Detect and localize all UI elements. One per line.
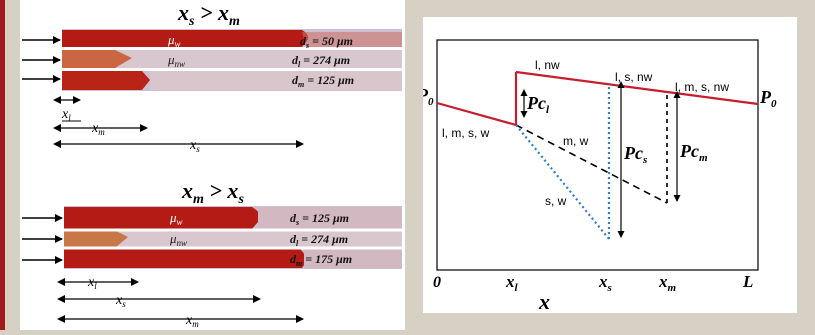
bottom-scenario: xm > xs: [22, 178, 402, 329]
tick-L: L: [742, 272, 753, 291]
bottom-d-m-label: dm = 175 μm: [290, 252, 352, 268]
pc-m-label: Pcm: [679, 141, 708, 164]
label-l-s-nw: l, s, nw: [615, 70, 653, 84]
top-d-l-label: dl = 274 μm: [292, 53, 350, 69]
inlet-arrows-bottom: [22, 214, 63, 264]
side-accent-bar: [0, 0, 5, 330]
label-s-w: s, w: [545, 194, 567, 208]
tick-x-s: xs: [598, 272, 612, 294]
label-l-m-s-nw: l, m, s, nw: [675, 80, 729, 94]
bottom-x-s-label: xs: [115, 293, 126, 309]
nonwetting-profile: [436, 70, 759, 127]
bottom-heading: xm > xs: [181, 178, 244, 207]
inlet-arrows-top: [22, 36, 61, 83]
label-l-nw: l, nw: [535, 58, 560, 72]
channel-panel: xs > xm: [20, 0, 405, 330]
bottom-x-m-label: xm: [185, 313, 199, 329]
tick-x-l: xl: [505, 272, 519, 294]
bottom-d-s-label: ds = 125 μm: [290, 211, 349, 227]
tick-x-m: xm: [658, 272, 677, 294]
pressure-svg: P0 P0 l, nw l, s, nw l, m, s, nw l, m, s…: [416, 39, 777, 314]
top-heading: xs > xm: [177, 0, 240, 29]
bottom-distance-arrows: xl xs xm: [57, 275, 304, 329]
plot-frame: [436, 39, 759, 271]
pressure-panel: P0 P0 l, nw l, s, nw l, m, s, nw l, m, s…: [416, 17, 797, 314]
top-d-m-label: dm = 125 μm: [292, 73, 354, 89]
bottom-x-l-label: xl: [87, 275, 97, 291]
pc-l-label: Pcl: [526, 93, 550, 116]
channel-image-bottom: [64, 206, 402, 269]
pc-s-label: Pcs: [623, 143, 647, 166]
channel-svg: xs > xm: [22, 0, 402, 329]
label-l-m-s-w: l, m, s, w: [442, 126, 490, 140]
dashed-m-w-line: [515, 124, 668, 204]
top-x-m-label: xm: [91, 121, 105, 137]
x-axis-label: x: [538, 289, 550, 313]
label-m-w: m, w: [563, 134, 589, 148]
bottom-d-l-label: dl = 274 μm: [290, 232, 348, 248]
p0-left-label: P0: [423, 85, 434, 108]
top-x-l-label: xl: [61, 107, 71, 123]
top-x-s-label: xs: [189, 138, 200, 154]
top-d-s-label: ds = 50 μm: [300, 34, 353, 50]
p0-right-label: P0: [759, 87, 777, 110]
channel-image-top: [62, 29, 402, 91]
tick-0: 0: [433, 274, 441, 291]
top-scenario: xs > xm: [22, 0, 402, 154]
top-distance-arrows: xl xm xs: [53, 96, 304, 154]
